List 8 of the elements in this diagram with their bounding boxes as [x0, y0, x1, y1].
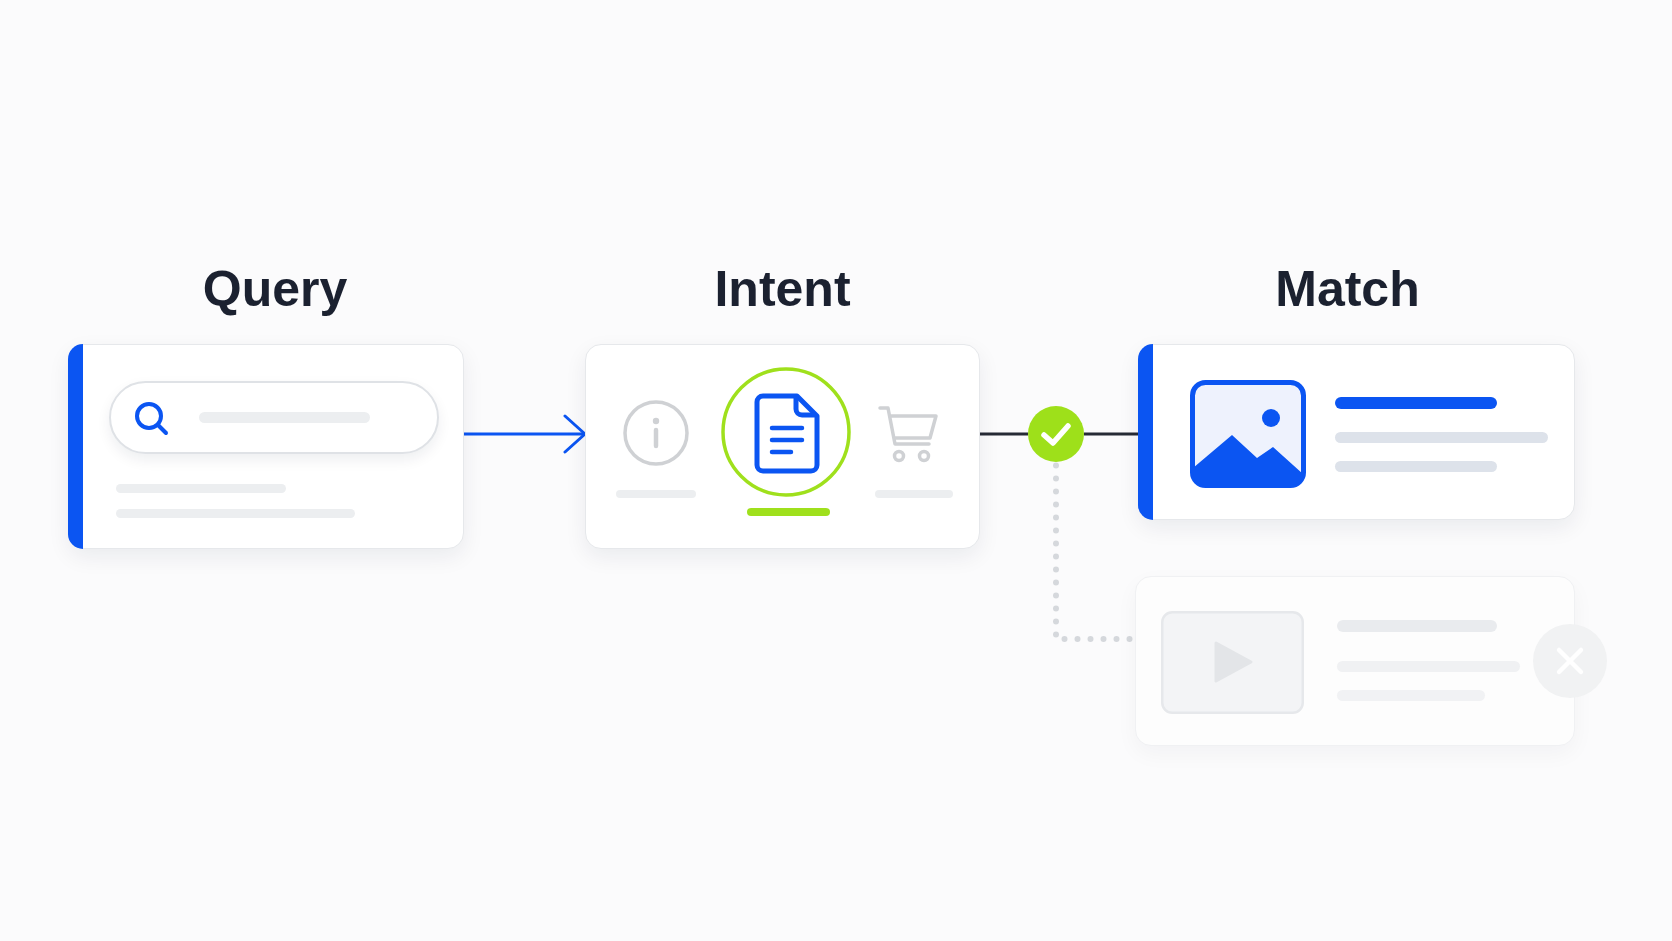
connector-line — [980, 432, 1028, 436]
connector-line — [1084, 432, 1138, 436]
heading: Match — [1275, 260, 1420, 319]
heading: Intent — [714, 260, 851, 319]
dotted-line — [1053, 462, 1135, 642]
heading: Query — [202, 260, 348, 319]
check-icon — [1028, 406, 1084, 462]
arrow — [464, 414, 587, 454]
